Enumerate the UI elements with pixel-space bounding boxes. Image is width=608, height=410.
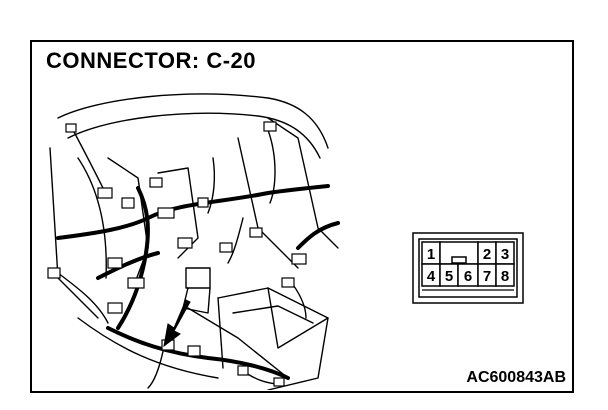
pin-1: 1: [427, 246, 435, 263]
pin-8: 8: [501, 268, 509, 285]
pin-3: 3: [501, 246, 509, 263]
location-arrow: [163, 299, 191, 348]
pin-5: 5: [445, 268, 453, 285]
pin-2: 2: [483, 246, 491, 263]
diagram-frame: CONNECTOR: C-20: [30, 40, 574, 393]
pin-7: 7: [483, 268, 491, 285]
connector-title: CONNECTOR: C-20: [46, 48, 257, 73]
pin-6: 6: [464, 268, 472, 285]
pin-4: 4: [427, 268, 436, 285]
dashboard-wiring-illustration: [47, 93, 340, 390]
connector-face-diagram: 1 2 3 4 5 6 7 8: [412, 232, 524, 304]
reference-code: AC600843AB: [466, 369, 566, 386]
